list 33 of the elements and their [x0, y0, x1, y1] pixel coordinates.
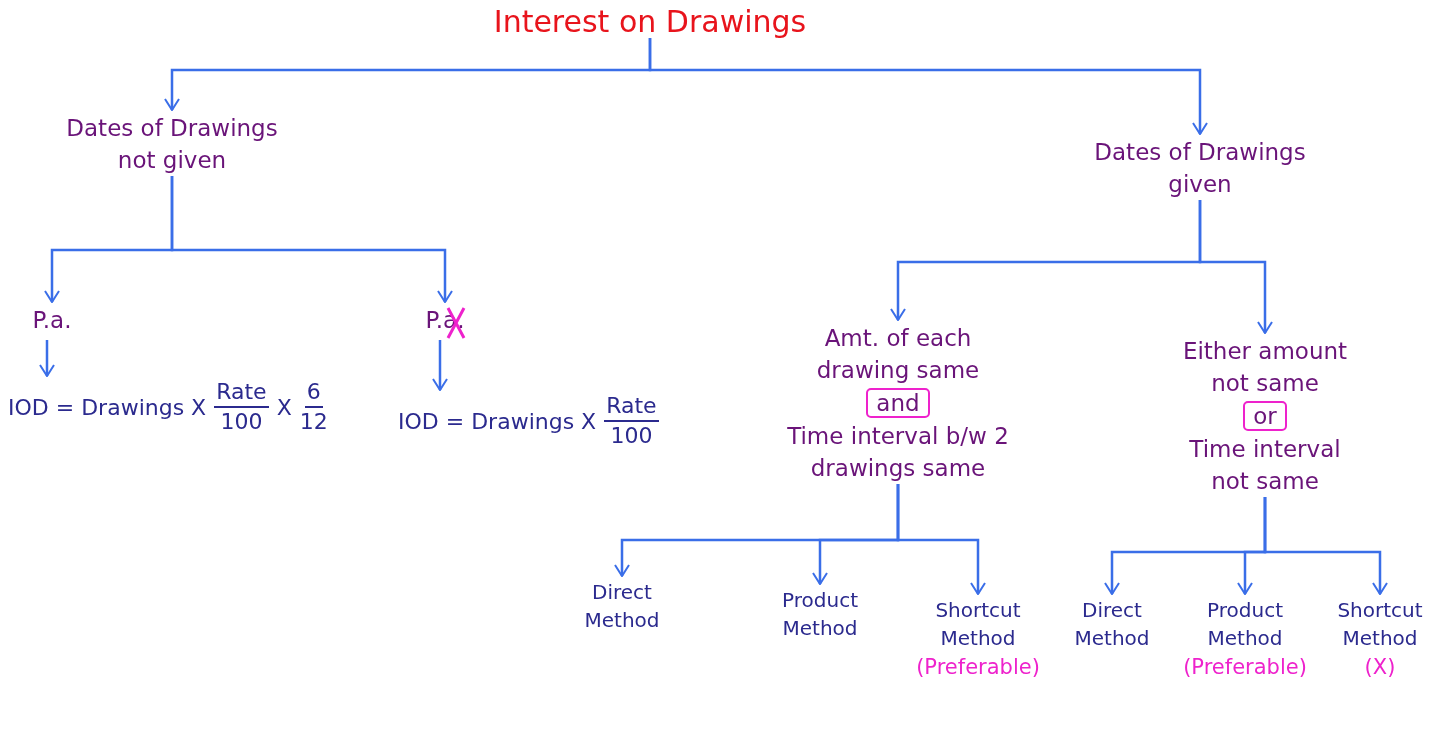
- branch-label: P.a.: [31, 306, 73, 335]
- method-label: Shortcut Method: [934, 597, 1022, 652]
- method-label: Product Method: [1206, 597, 1284, 652]
- formula-text: IOD = Drawings X: [8, 394, 207, 420]
- note: (X): [1363, 654, 1397, 681]
- fraction-denominator: 12: [299, 408, 328, 436]
- method-label: Product Method: [781, 587, 859, 642]
- fraction-numerator: Rate: [604, 392, 659, 422]
- branch-label: Time interval b/w 2 drawings same: [786, 422, 1010, 483]
- fraction-denominator: 100: [220, 408, 263, 436]
- highlight-box: or: [1243, 401, 1287, 431]
- arrow: [170, 176, 453, 303]
- note: (Preferable): [1182, 654, 1308, 681]
- arrow: [39, 340, 55, 377]
- formula-text: IOD = Drawings X: [398, 408, 597, 434]
- highlight-box: and: [866, 388, 930, 418]
- method-label: Shortcut Method: [1336, 597, 1424, 652]
- arrow: [432, 340, 448, 391]
- arrow: [1263, 497, 1388, 595]
- branch-label: Time interval not same: [1188, 435, 1342, 496]
- arrow: [1198, 200, 1273, 334]
- branch-label: Dates of Drawings given: [1093, 138, 1307, 199]
- arrow: [648, 38, 1208, 135]
- method-label: Direct Method: [583, 579, 661, 634]
- fraction-numerator: Rate: [214, 378, 269, 408]
- heading: Interest on Drawings: [492, 6, 808, 38]
- branch-label: Dates of Drawings not given: [65, 114, 279, 175]
- method-label: Direct Method: [1073, 597, 1151, 652]
- multiply-sign: X: [276, 394, 292, 420]
- arrow: [896, 484, 986, 595]
- fraction-denominator: 100: [610, 422, 653, 450]
- note: (Preferable): [915, 654, 1041, 681]
- fraction-numerator: 6: [304, 378, 323, 408]
